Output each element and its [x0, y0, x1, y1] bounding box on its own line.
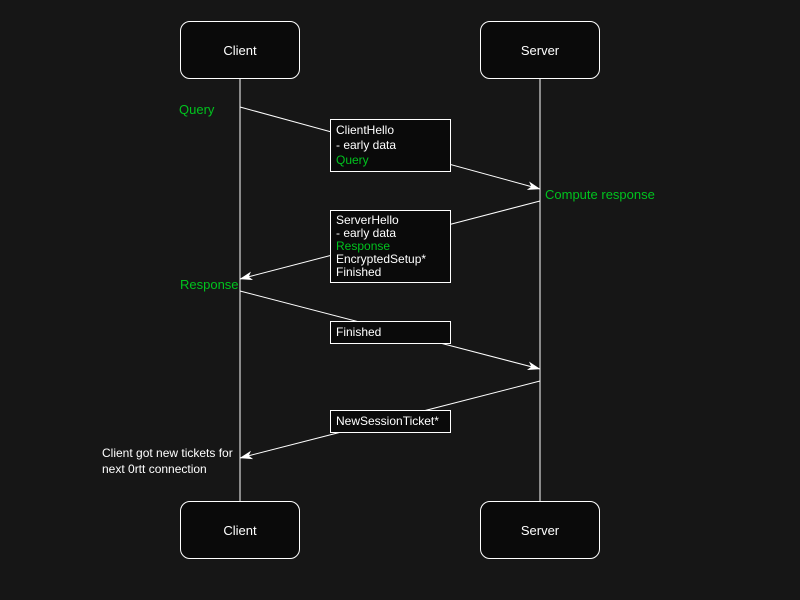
- label-compute-response: Compute response: [545, 187, 655, 202]
- message-box-client-hello: ClientHello - early data Query: [330, 119, 451, 172]
- actor-server-bottom-label: Server: [520, 522, 560, 538]
- note-line-1: Client got new tickets for: [102, 446, 233, 460]
- message-line: ClientHello: [336, 123, 395, 137]
- actor-client-bottom-label: Client: [223, 522, 257, 538]
- actor-client-top: Client: [180, 21, 300, 79]
- message-line: Finished: [336, 265, 382, 279]
- actor-client-bottom: Client: [180, 501, 300, 559]
- actor-server-top: Server: [480, 21, 600, 79]
- message-line: Response: [336, 239, 391, 253]
- actor-server-bottom: Server: [480, 501, 600, 559]
- message-line: - early data: [336, 138, 397, 152]
- message-line: EncryptedSetup*: [336, 252, 427, 266]
- message-line: NewSessionTicket*: [336, 414, 439, 428]
- message-box-server-hello: ServerHello - early data Response Encryp…: [330, 210, 451, 283]
- label-response: Response: [180, 277, 239, 292]
- message-line: - early data: [336, 226, 397, 240]
- message-line: ServerHello: [336, 213, 399, 227]
- label-query: Query: [179, 102, 215, 117]
- note-new-tickets: Client got new tickets for next 0rtt con…: [102, 445, 233, 477]
- message-box-finished: Finished: [330, 321, 451, 344]
- actor-server-top-label: Server: [520, 42, 560, 58]
- message-line: Query: [336, 153, 369, 167]
- actor-client-top-label: Client: [223, 42, 257, 58]
- note-line-2: next 0rtt connection: [102, 462, 207, 476]
- message-box-new-session-ticket: NewSessionTicket*: [330, 410, 451, 433]
- message-line: Finished: [336, 325, 382, 339]
